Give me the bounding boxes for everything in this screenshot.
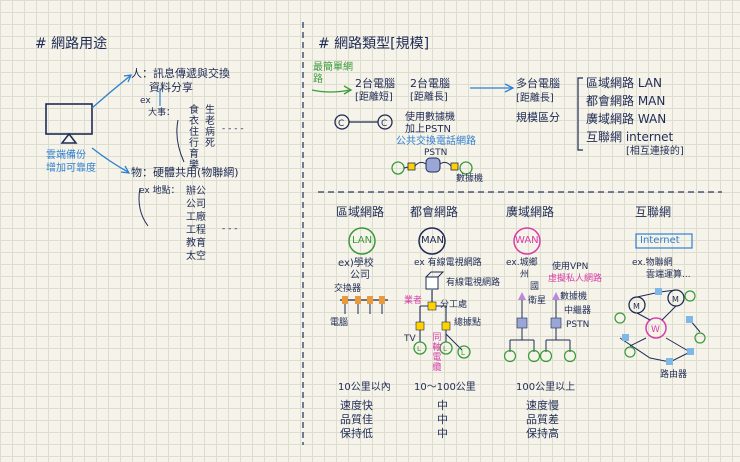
wan-distance: 100公里以上 xyxy=(516,382,576,393)
internet-sub: [相互連接的] xyxy=(626,146,684,157)
wan-prop-1: 速度慢 xyxy=(526,399,559,412)
wan-pstn: PSTN xyxy=(566,320,590,330)
wan-vpn-2: 虛擬私人網路 xyxy=(548,274,603,284)
usage-title: # 網路用途 xyxy=(35,36,108,52)
pstn-label: PSTN xyxy=(424,148,448,158)
man-cable: 有線電視網路 xyxy=(446,278,501,288)
inet-router: 路由器 xyxy=(660,370,688,380)
type-internet: 互聯網 internet xyxy=(586,130,674,144)
dots-1: - - - - xyxy=(222,124,244,134)
things-item-5: 教育 xyxy=(186,238,206,249)
inet-badge: Internet xyxy=(640,235,680,246)
inet-ex-2: 雲端運算... xyxy=(646,270,691,280)
lan-prop-2: 品質佳 xyxy=(340,413,373,426)
type-man: 都會網路 MAN xyxy=(586,94,666,108)
lan-title: 區域網路 xyxy=(336,205,385,219)
people-ex-item-1: 食衣住行育樂 xyxy=(186,104,198,170)
lan-prop-3: 保持低 xyxy=(340,427,373,440)
things-item-2: 公司 xyxy=(186,199,206,210)
things-item-6: 太空 xyxy=(186,251,206,262)
wan-prop-2: 品質差 xyxy=(526,413,559,426)
lan-ex-1: ex)學校 xyxy=(338,258,374,269)
two-pc-short-sub: [距離短] xyxy=(355,92,393,103)
wan-badge: WAN xyxy=(515,235,539,246)
people-ex-tag: ex xyxy=(140,96,151,106)
things-item-3: 工廠 xyxy=(186,212,206,223)
things-ex: ex 地點： xyxy=(139,186,180,196)
lan-pc-label: 電腦 xyxy=(330,318,349,328)
wan-router: 數據機 xyxy=(560,292,588,302)
man-isp: 業者 xyxy=(404,296,423,306)
multi-pc: 多台電腦 xyxy=(516,77,560,90)
things-label: 物：硬體共用(物聯網) xyxy=(131,166,239,179)
two-pc-short: 2台電腦 xyxy=(355,77,395,90)
wan-relay: 中繼器 xyxy=(564,306,592,316)
lan-distance: 10公里以內 xyxy=(338,382,391,393)
inet-ex-1: ex.物聯網 xyxy=(632,258,673,268)
wan-station: 衛星 xyxy=(528,296,547,306)
monitor-caption-2: 增加可靠度 xyxy=(46,163,96,174)
man-ex: ex 有線電視網路 xyxy=(414,258,482,268)
type-wan: 廣域網路 WAN xyxy=(586,112,667,126)
man-branch: 總據點 xyxy=(454,318,482,328)
man-prop-3: 中 xyxy=(437,427,448,440)
type-lan: 區域網路 LAN xyxy=(586,76,662,90)
dots-2: - - - xyxy=(222,224,238,234)
lan-ex-2: 公司 xyxy=(350,270,370,281)
wan-vpn-1: 使用VPN xyxy=(552,262,589,272)
man-distance: 10～100公里 xyxy=(414,382,476,393)
svg-text:M: M xyxy=(633,302,640,311)
inet-title: 互聯網 xyxy=(635,205,672,219)
monitor-icon xyxy=(45,103,93,144)
svg-text:W: W xyxy=(651,325,660,335)
people-ex-prefix: 大事： xyxy=(148,108,176,118)
man-badge: MAN xyxy=(421,235,444,246)
wan-ex-2: 州 xyxy=(520,270,530,280)
man-tv: TV xyxy=(404,334,416,344)
people-sub: 資料分享 xyxy=(149,81,193,94)
man-office: 分工處 xyxy=(440,300,468,310)
wan-title: 廣域網路 xyxy=(506,205,555,219)
svg-text:L: L xyxy=(417,345,421,353)
lan-badge: LAN xyxy=(352,235,373,246)
simplest-label: 最簡單網路 xyxy=(313,62,353,85)
wan-prop-3: 保持高 xyxy=(526,427,559,440)
pstn-desc-1: 使用數據機 xyxy=(405,112,455,123)
two-pc-long-sub: [距離長] xyxy=(410,92,448,103)
lan-prop-1: 速度快 xyxy=(340,399,373,412)
pstn-desc-2: 加上PSTN xyxy=(405,124,451,135)
svg-text:C: C xyxy=(381,119,387,129)
things-item-1: 辦公 xyxy=(186,186,206,197)
svg-text:C: C xyxy=(338,119,344,129)
svg-text:M: M xyxy=(672,295,679,304)
people-label: 人：訊息傳遞與交換 xyxy=(131,67,230,80)
types-title: # 網路類型[規模] xyxy=(318,36,430,52)
things-item-4: 工程 xyxy=(186,225,206,236)
scale-div: 規模區分 xyxy=(516,111,560,124)
modem-label: 數據機 xyxy=(456,174,484,184)
svg-text:L: L xyxy=(443,345,447,353)
pstn-desc-3: 公共交換電話網路 xyxy=(396,136,476,147)
people-ex-item-2: 生老病死 xyxy=(202,104,214,148)
man-title: 都會網路 xyxy=(410,205,459,219)
multi-pc-sub: [距離長] xyxy=(516,93,554,104)
lan-switch-label: 交換器 xyxy=(334,284,362,294)
wan-ex-1: ex.城鄉 xyxy=(506,258,538,268)
svg-text:L: L xyxy=(461,349,465,357)
man-prop-1: 中 xyxy=(437,399,448,412)
man-prop-2: 中 xyxy=(437,413,448,426)
man-fiber: 同軸電纜 xyxy=(430,332,441,372)
wan-ex-3: 國 xyxy=(530,282,540,292)
two-pc-long: 2台電腦 xyxy=(410,77,450,90)
monitor-caption-1: 雲端備份 xyxy=(46,150,86,161)
